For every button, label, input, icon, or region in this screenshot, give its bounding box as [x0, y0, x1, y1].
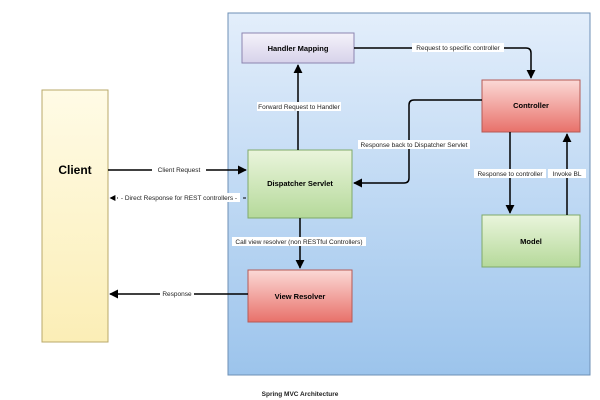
- handler-mapping-node: Handler Mapping: [241, 32, 355, 64]
- client-label: Client: [58, 163, 91, 177]
- client-node: Client: [41, 89, 109, 343]
- edge-label-invoke-bl: Invoke BL: [553, 171, 582, 178]
- edge-label-call-view-resolver: Call view resolver (non RESTful Controll…: [235, 239, 362, 246]
- controller-label: Controller: [513, 101, 549, 110]
- edge-label-response-back: Response back to Dispatcher Servlet: [361, 142, 468, 149]
- dispatcher-servlet-label: Dispatcher Servlet: [267, 179, 333, 188]
- handler-mapping-label: Handler Mapping: [268, 44, 329, 53]
- diagram-caption: Spring MVC Architecture: [261, 391, 339, 398]
- edge-label-response-to-controller: Response to controller: [477, 171, 543, 178]
- model-label: Model: [520, 237, 542, 246]
- view-resolver-node: View Resolver: [247, 269, 353, 323]
- edge-label-forward-request: Forward Request to Handler: [258, 104, 340, 111]
- edge-label-client-request: Client Request: [158, 167, 201, 174]
- view-resolver-label: View Resolver: [275, 292, 326, 301]
- edge-label-response: Response: [162, 291, 192, 298]
- model-node: Model: [481, 214, 581, 268]
- dispatcher-servlet-node: Dispatcher Servlet: [247, 149, 353, 219]
- edge-label-direct-response: - Direct Response for REST controllers -: [121, 195, 237, 202]
- controller-node: Controller: [481, 79, 581, 133]
- edge-request-to-controller: [354, 47, 536, 79]
- edge-label-request-to-controller: Request to specific controller: [416, 45, 500, 52]
